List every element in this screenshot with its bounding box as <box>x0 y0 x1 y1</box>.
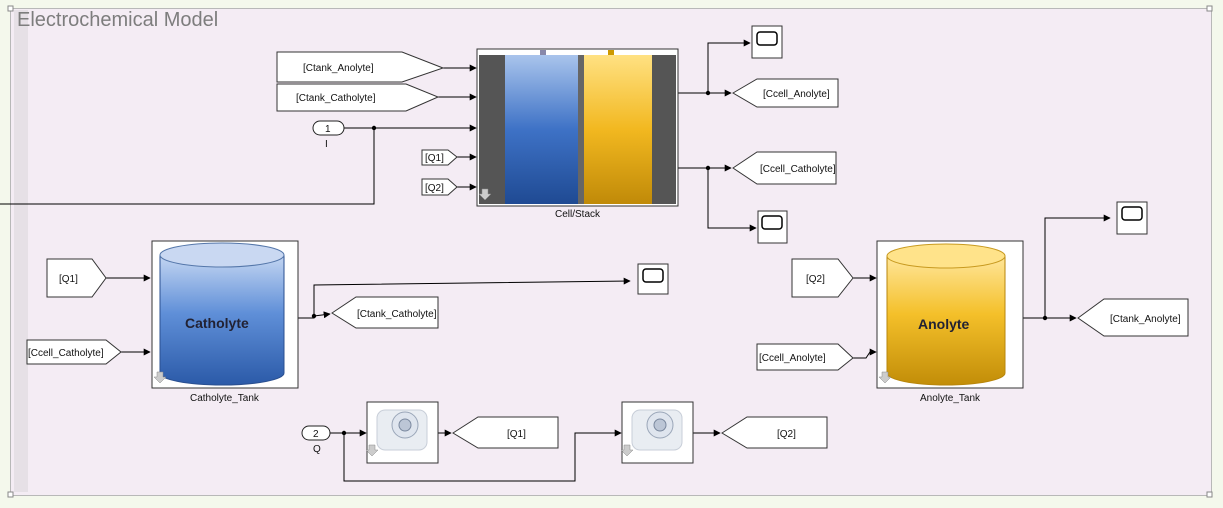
from-q2-anolyte-label: [Q2] <box>806 274 825 285</box>
cell-stack-mask-arrow-icon <box>478 188 492 201</box>
from-ctank-anolyte[interactable]: [Ctank_Anolyte] <box>276 51 445 83</box>
catholyte-tank-block[interactable]: Catholyte Catholyte_Tank <box>151 240 299 404</box>
goto-ccell-anolyte[interactable]: [Ccell_Anolyte] <box>732 78 839 108</box>
from-q1-catholyte-label: [Q1] <box>59 274 78 285</box>
catholyte-tank-mask-arrow-icon <box>153 371 167 384</box>
inport-2-number: 2 <box>313 429 319 440</box>
goto-ccell-catholyte[interactable]: [Ccell_Catholyte] <box>732 151 837 185</box>
from-q2-cell-label: [Q2] <box>425 183 444 194</box>
goto-q2-pump[interactable]: [Q2] <box>721 416 828 449</box>
from-ccell-catholyte[interactable]: [Ccell_Catholyte] <box>26 339 122 365</box>
anolyte-tank-block[interactable]: Anolyte Anolyte_Tank <box>876 240 1024 404</box>
goto-ctank-catholyte-label: [Ctank_Catholyte] <box>357 309 437 320</box>
scope-ctank-catholyte[interactable] <box>637 263 669 295</box>
from-q2-anolyte[interactable]: [Q2] <box>791 258 854 298</box>
goto-ccell-anolyte-label: [Ccell_Anolyte] <box>763 89 830 100</box>
catholyte-tank-label: Catholyte_Tank <box>190 393 260 404</box>
from-q1-cell-label: [Q1] <box>425 153 444 164</box>
goto-q1-pump-label: [Q1] <box>507 429 526 440</box>
pump-1-mask-arrow-icon <box>365 444 379 457</box>
subsystem-left-bar <box>14 10 28 492</box>
scope-icon <box>756 31 778 46</box>
goto-ctank-anolyte-label: [Ctank_Anolyte] <box>1110 314 1181 325</box>
from-ccell-anolyte-label: [Ccell_Anolyte] <box>759 353 826 364</box>
from-q1-catholyte[interactable]: [Q1] <box>46 258 107 298</box>
cell-stack-membrane <box>578 55 584 204</box>
from-ctank-anolyte-label: [Ctank_Anolyte] <box>303 63 374 74</box>
cell-stack-anolyte-half <box>505 55 578 204</box>
scope-ccell-anolyte[interactable] <box>751 25 783 59</box>
inport-1-number: 1 <box>325 124 331 135</box>
from-ctank-catholyte-label: [Ctank_Catholyte] <box>296 93 376 104</box>
inport-1[interactable]: 1 I <box>312 120 345 150</box>
from-q2-cell[interactable]: [Q2] <box>421 178 458 196</box>
goto-q2-pump-label: [Q2] <box>777 429 796 440</box>
scope-icon <box>642 268 664 283</box>
goto-ccell-catholyte-label: [Ccell_Catholyte] <box>760 164 836 175</box>
subsystem-title: Electrochemical Model <box>17 9 219 31</box>
signal-wires <box>0 39 1111 482</box>
pump-2-mask-arrow-icon <box>620 444 634 457</box>
wire-junctions <box>311 90 1048 436</box>
goto-ctank-catholyte[interactable]: [Ctank_Catholyte] <box>331 296 439 329</box>
from-ccell-anolyte[interactable]: [Ccell_Anolyte] <box>756 343 854 371</box>
pump-block-1[interactable] <box>365 401 439 464</box>
cell-stack-label: Cell/Stack <box>555 209 601 220</box>
cell-stack-catholyte-half <box>584 55 652 204</box>
from-ctank-catholyte[interactable]: [Ctank_Catholyte] <box>276 83 440 112</box>
anolyte-tank-label: Anolyte_Tank <box>920 393 981 404</box>
goto-q1-pump[interactable]: [Q1] <box>452 416 559 449</box>
cell-stack-end-plate-right <box>652 55 676 204</box>
scope-ccell-catholyte[interactable] <box>757 210 788 244</box>
from-q1-cell[interactable]: [Q1] <box>421 149 458 166</box>
subsystem-resize-handles[interactable] <box>7 5 1213 498</box>
pump-block-2[interactable] <box>620 401 694 464</box>
inport-2[interactable]: 2 Q <box>301 425 331 455</box>
anolyte-tank-mask-arrow-icon <box>878 371 892 384</box>
anolyte-tank-text: Anolyte <box>918 316 970 332</box>
from-ccell-catholyte-label: [Ccell_Catholyte] <box>28 348 104 359</box>
catholyte-tank-text: Catholyte <box>185 315 249 331</box>
scope-icon <box>1121 206 1143 221</box>
inport-2-name: Q <box>313 444 321 455</box>
cell-stack-block[interactable]: Cell/Stack <box>476 48 679 220</box>
goto-ctank-anolyte[interactable]: [Ctank_Anolyte] <box>1077 298 1189 337</box>
inport-1-name: I <box>325 139 328 150</box>
scope-ctank-anolyte[interactable] <box>1116 201 1148 235</box>
scope-icon <box>761 215 783 230</box>
cell-stack-end-plate-left <box>479 55 505 204</box>
